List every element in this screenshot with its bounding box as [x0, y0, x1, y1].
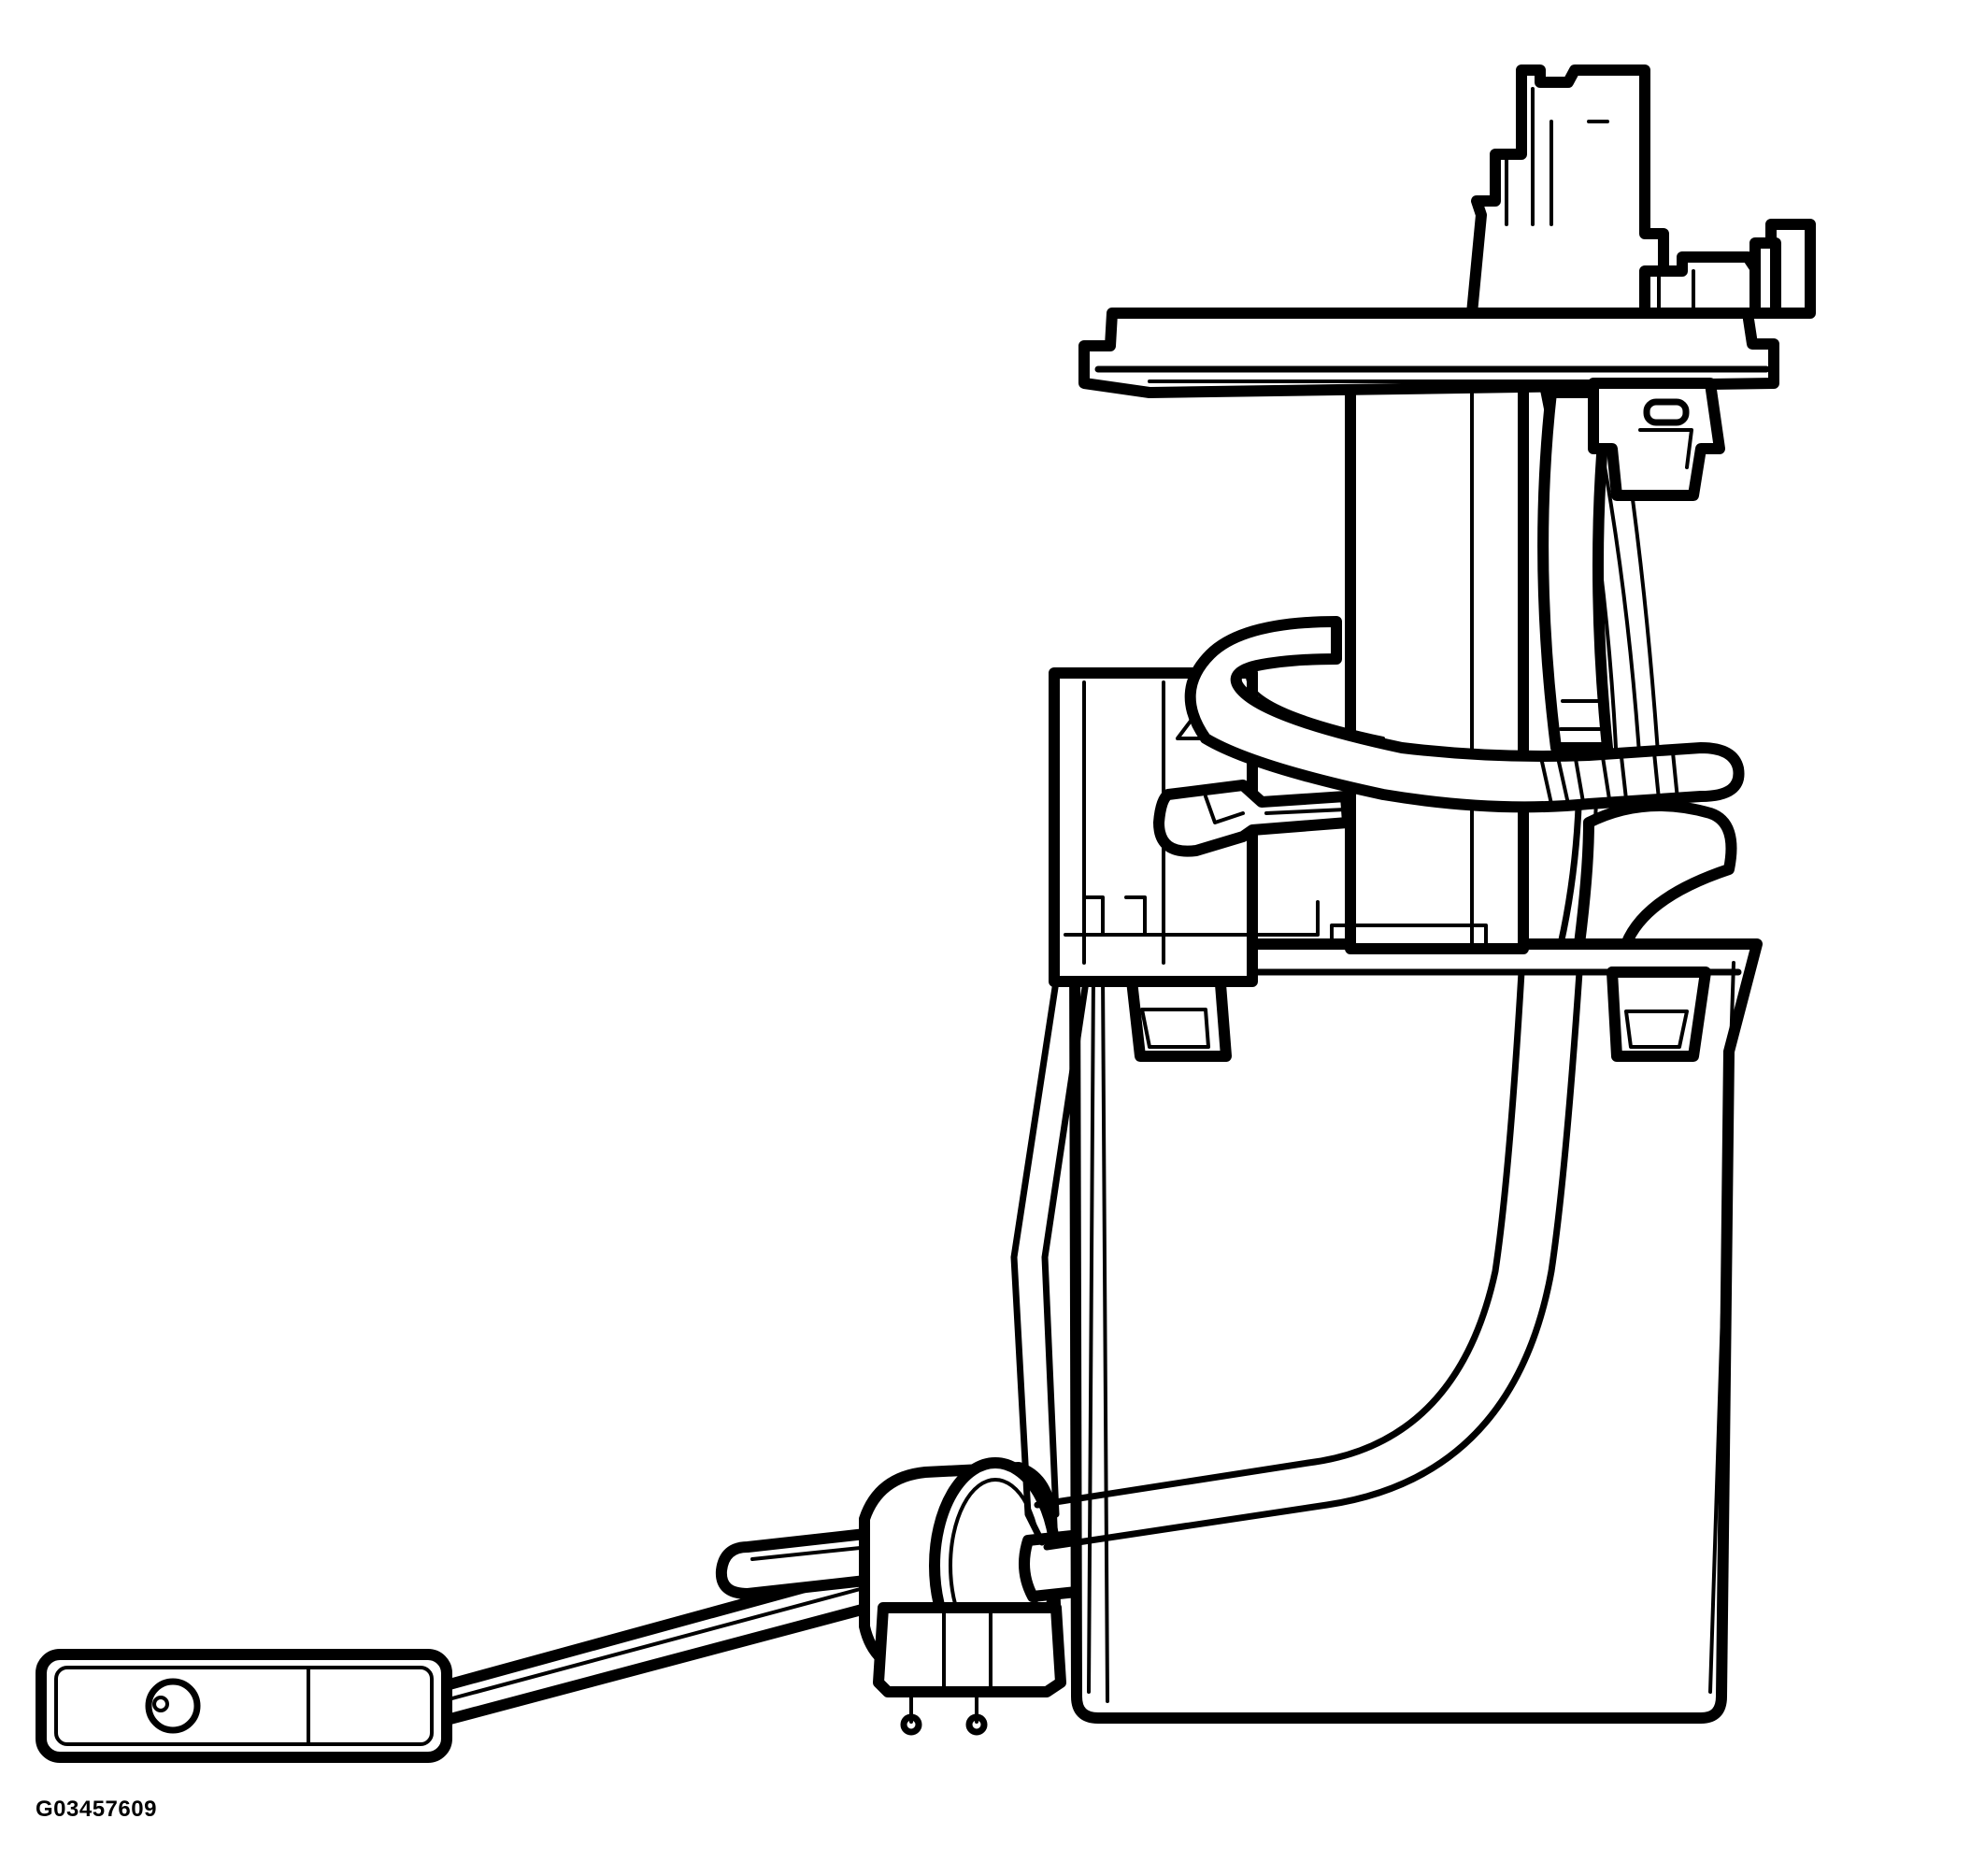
float — [36, 1649, 452, 1763]
hose-fitting — [1153, 780, 1353, 857]
fuel-reservoir — [1069, 938, 1763, 1724]
sender-connector — [873, 1602, 1066, 1736]
return-hose — [1034, 968, 1583, 1551]
center-column — [1330, 378, 1529, 954]
fuel-outlet-port — [1639, 219, 1816, 319]
figure-id-label: G03457609 — [36, 1797, 157, 1822]
harness-connector — [1588, 378, 1725, 501]
feed-hose — [1184, 387, 1745, 813]
guide-rod — [1010, 978, 1090, 1546]
electrical-connector — [1466, 64, 1669, 319]
